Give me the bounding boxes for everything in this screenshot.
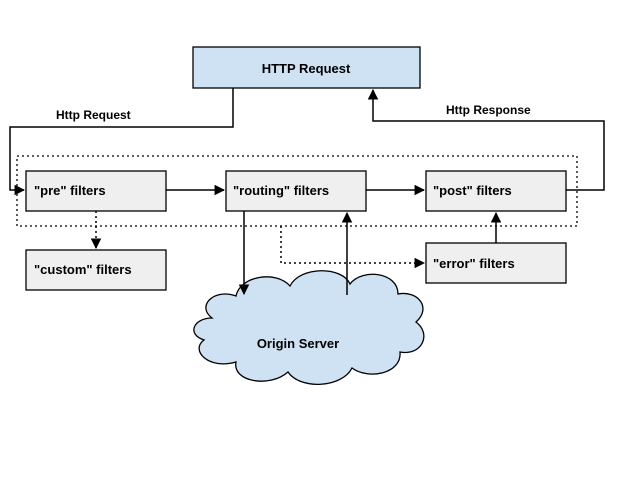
routing-filters-label: "routing" filters [233,183,329,198]
custom-filters-label: "custom" filters [34,262,132,277]
http-request-box [192,46,421,89]
pre-filters-label: "pre" filters [34,183,106,198]
error-filters-label: "error" filters [433,256,515,271]
custom-filters-box [25,249,167,291]
origin-server-label: Origin Server [257,336,339,351]
error-filters-box [425,242,567,284]
pre-filters-box [25,170,167,212]
http-request-arrow [9,88,234,196]
routing-filters-box [225,170,367,212]
http-response-edge-label: Http Response [446,103,531,117]
post-filters-label: "post" filters [433,183,512,198]
post-filters-box [425,170,567,212]
http-request-box-label: HTTP Request [262,61,351,76]
origin-server-cloud [193,270,425,385]
routing-to-error-arrow [280,226,426,269]
http-request-edge-label: Http Request [56,108,131,122]
http-response-arrow [367,88,605,191]
